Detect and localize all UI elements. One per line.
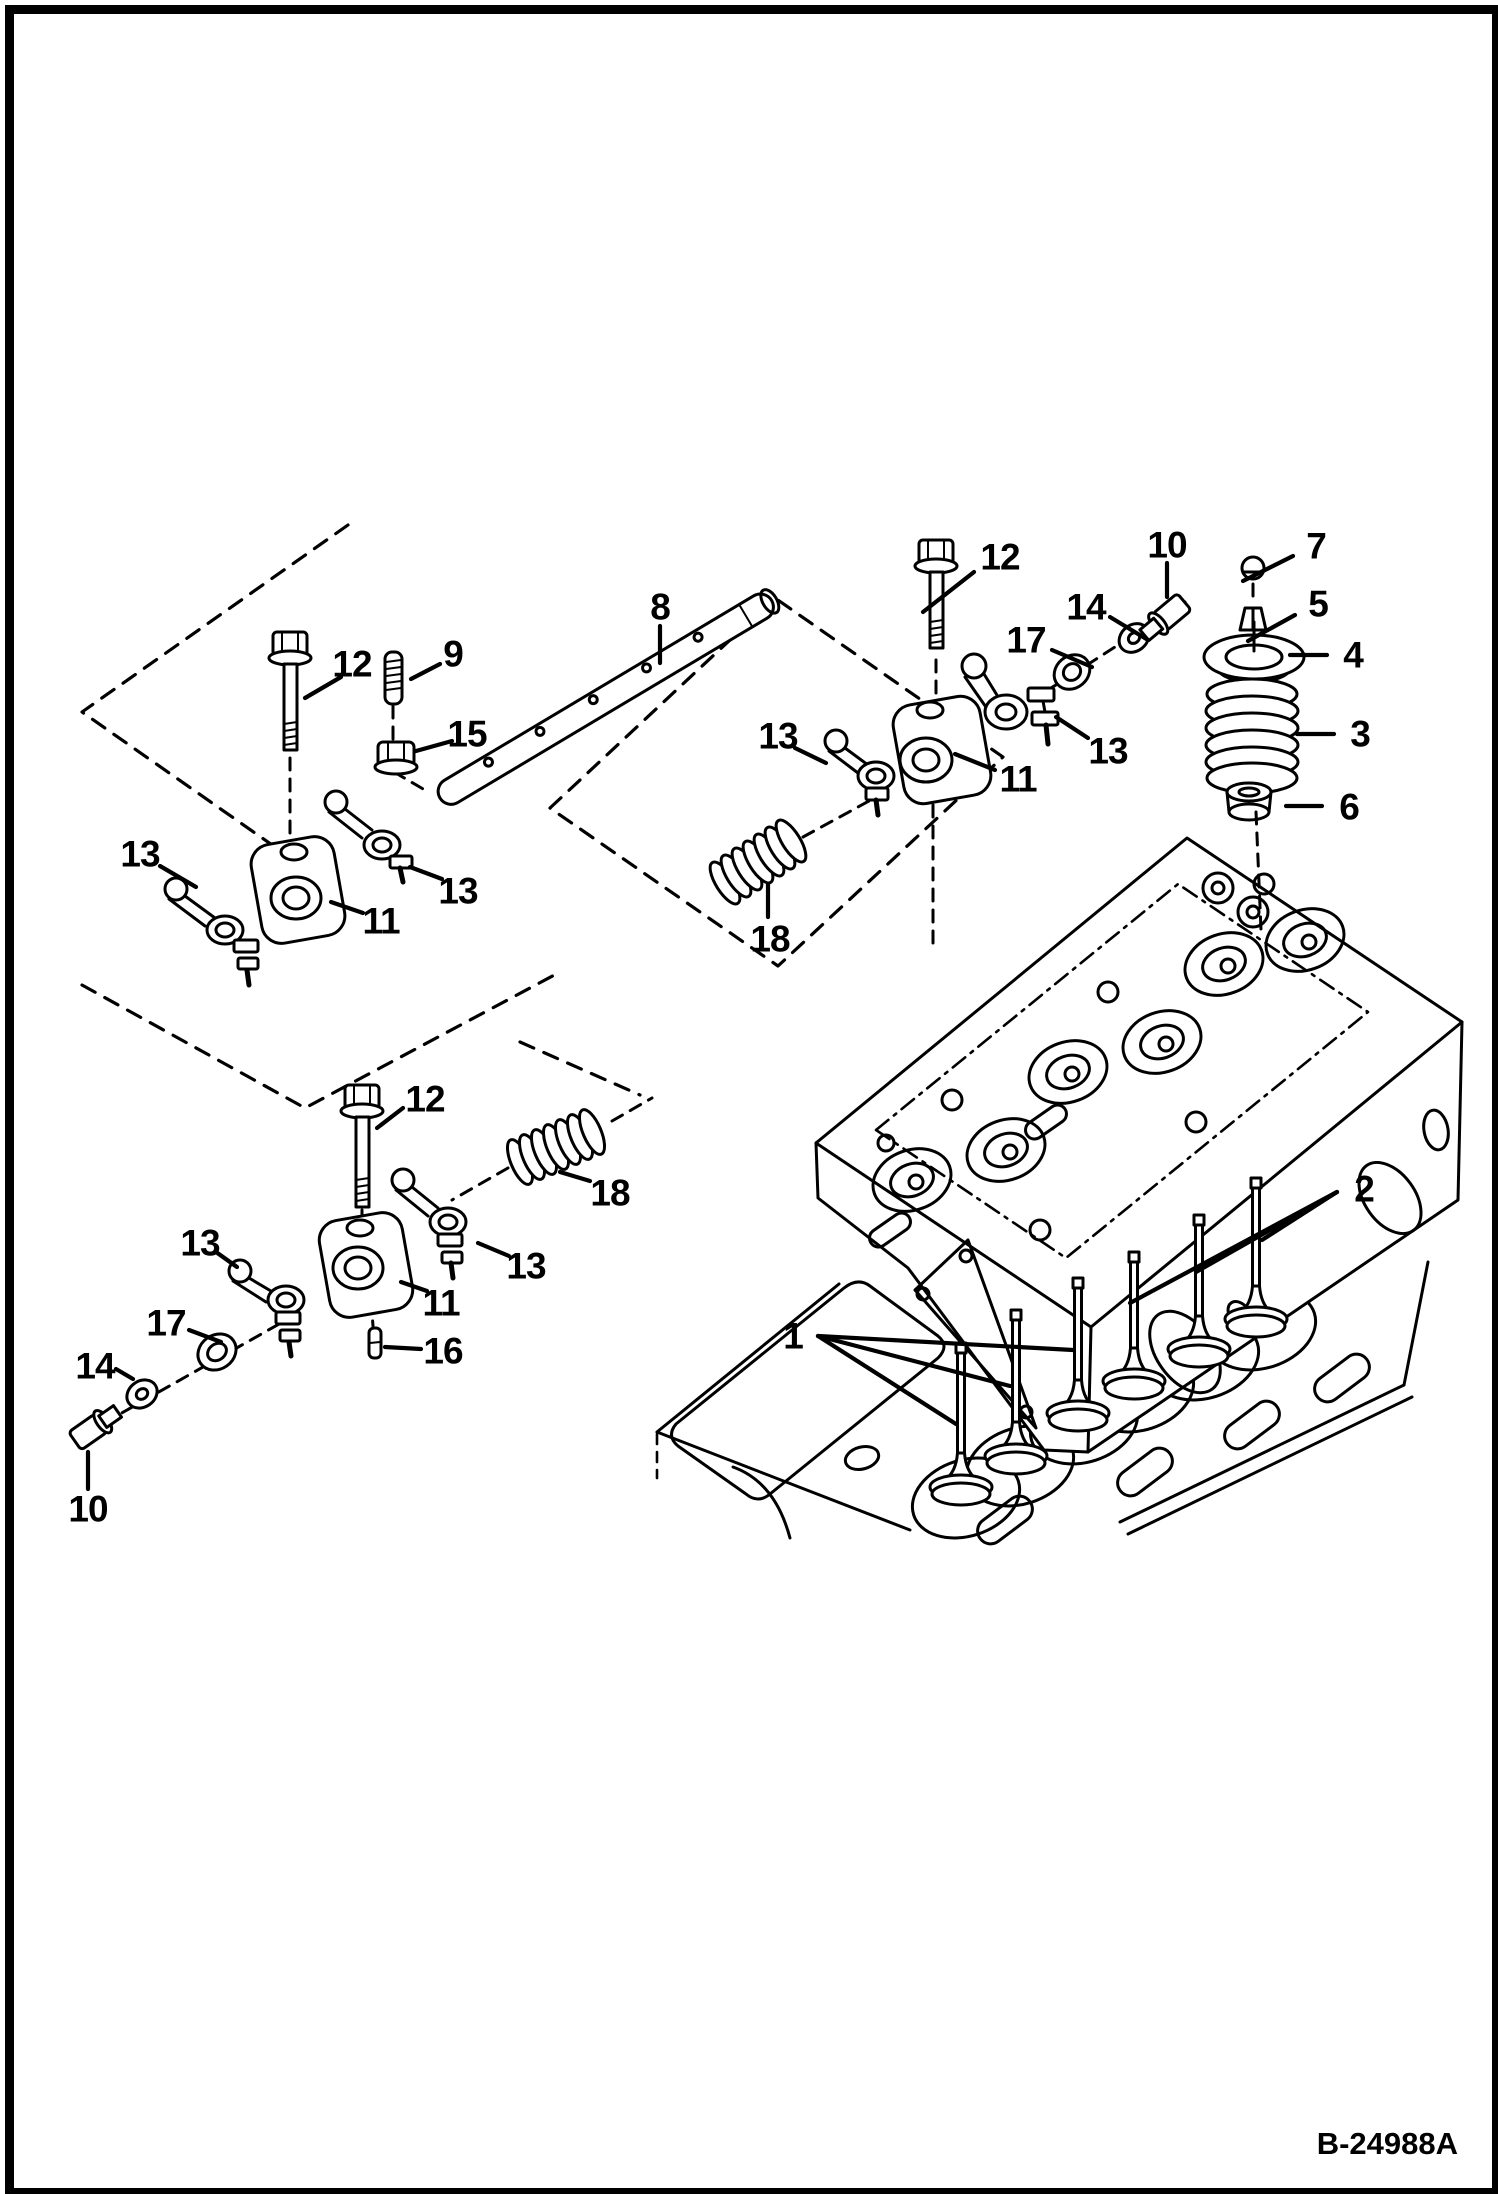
rocker-shaft [436,588,781,806]
cylinder-head [814,836,1464,1454]
part-label-14-b: 14 [75,1345,115,1387]
part-label-5: 5 [1308,583,1329,625]
part-label-12-b: 12 [332,643,372,685]
valve-spring-3 [1204,677,1300,795]
dashed-plane-lower [80,970,642,1110]
valve-4 [1101,1250,1167,1401]
part-label-6: 6 [1339,786,1360,828]
part-label-12-a: 12 [980,536,1020,578]
part-label-13-c: 13 [120,833,160,875]
part-label-15: 15 [447,713,487,755]
spring-18-middle [708,818,808,906]
part-label-9: 9 [443,633,464,675]
spring-axis-dashes [1254,810,1263,932]
part-label-16: 16 [423,1330,463,1372]
valve-2 [983,1308,1049,1476]
nut-15 [373,740,419,776]
bolt-10-top [1138,593,1192,643]
part-label-13-a: 13 [1088,730,1128,772]
pin-16 [367,1326,383,1360]
valve-seal-6 [1225,781,1273,822]
bolt-12-left [267,630,313,752]
part-label-13-e: 13 [180,1222,220,1264]
part-label-4: 4 [1343,634,1364,676]
part-label-17-b: 17 [146,1302,186,1344]
part-label-14-a: 14 [1066,586,1106,628]
part-label-1: 1 [783,1315,804,1357]
spring-retainer-4 [1202,620,1306,684]
spring-18-lower [505,1108,607,1186]
washer-14-lower [125,1378,159,1410]
part-label-2: 2 [1354,1168,1375,1210]
rocker-arm-right-b [823,728,896,818]
part-label-13-d: 13 [438,870,478,912]
part-label-11-c: 11 [422,1282,460,1324]
rocker-arm-right-a [960,652,1060,747]
part-label-13-b: 13 [758,715,798,757]
valve-3 [1045,1276,1111,1433]
rocker-arm-mid-upper [323,789,414,885]
rocker-arm-mid-lower [163,876,260,988]
rocker-bracket-right [891,694,993,806]
stud-9 [383,650,404,706]
figure-code: B-24988A [1316,2126,1458,2161]
dashed-plane-center [548,596,1005,968]
part-label-13-f: 13 [506,1245,546,1287]
rocker-bracket-mid [249,835,347,945]
part-label-8: 8 [650,586,671,628]
part-label-10-b: 10 [68,1488,108,1530]
part-label-11-b: 11 [362,900,400,942]
part-label-7: 7 [1306,525,1327,567]
part-label-18-a: 18 [750,918,790,960]
rocker-arm-lower-left [227,1258,306,1359]
part-label-18-b: 18 [590,1172,630,1214]
part-label-17-a: 17 [1006,619,1046,661]
rocker-arm-lower-right [390,1167,468,1281]
leader-lines [85,553,1340,1492]
bolt-12-lower [339,1083,385,1209]
valves [928,1176,1289,1507]
part-label-10-a: 10 [1147,524,1187,566]
valve-1 [928,1341,994,1507]
dashed-plane-left [80,523,350,900]
part-label-3: 3 [1350,713,1371,755]
part-label-11-a: 11 [999,758,1037,800]
bolt-10-lower [68,1404,124,1451]
part-label-12-c: 12 [405,1078,445,1120]
bolt-12-right [913,538,959,650]
rocker-bracket-lower [317,1211,415,1319]
